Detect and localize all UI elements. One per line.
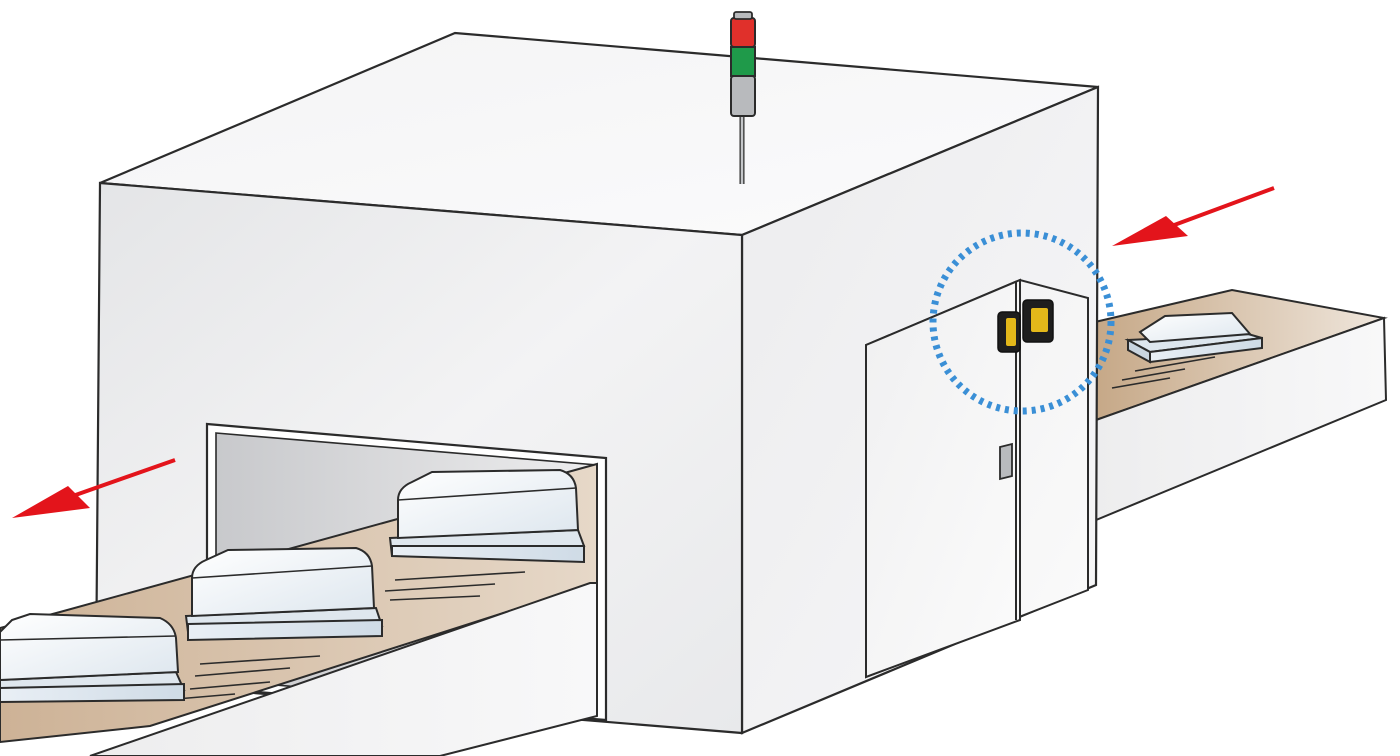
door-handle xyxy=(999,442,1013,481)
infeed-belt-lines xyxy=(1111,356,1216,389)
door-interlock-sensor xyxy=(997,299,1054,353)
sensor-highlight-ring xyxy=(929,229,1115,415)
product-tray-infeed xyxy=(1124,311,1263,364)
product-tray-inner xyxy=(388,468,586,564)
outfeed-belt-lines xyxy=(164,571,526,701)
infeed-arrow xyxy=(1112,186,1275,246)
signal-lamp-red xyxy=(730,17,756,48)
outfeed-arrow xyxy=(12,458,176,518)
signal-tower-base xyxy=(730,75,756,117)
product-tray-middle xyxy=(184,546,384,642)
product-tray-outer xyxy=(0,612,186,704)
infeed-conveyor xyxy=(1093,288,1388,522)
outfeed-conveyor-side xyxy=(89,582,598,756)
access-door xyxy=(865,278,1089,679)
signal-lamp-green xyxy=(730,46,756,77)
signal-tower xyxy=(730,11,756,184)
